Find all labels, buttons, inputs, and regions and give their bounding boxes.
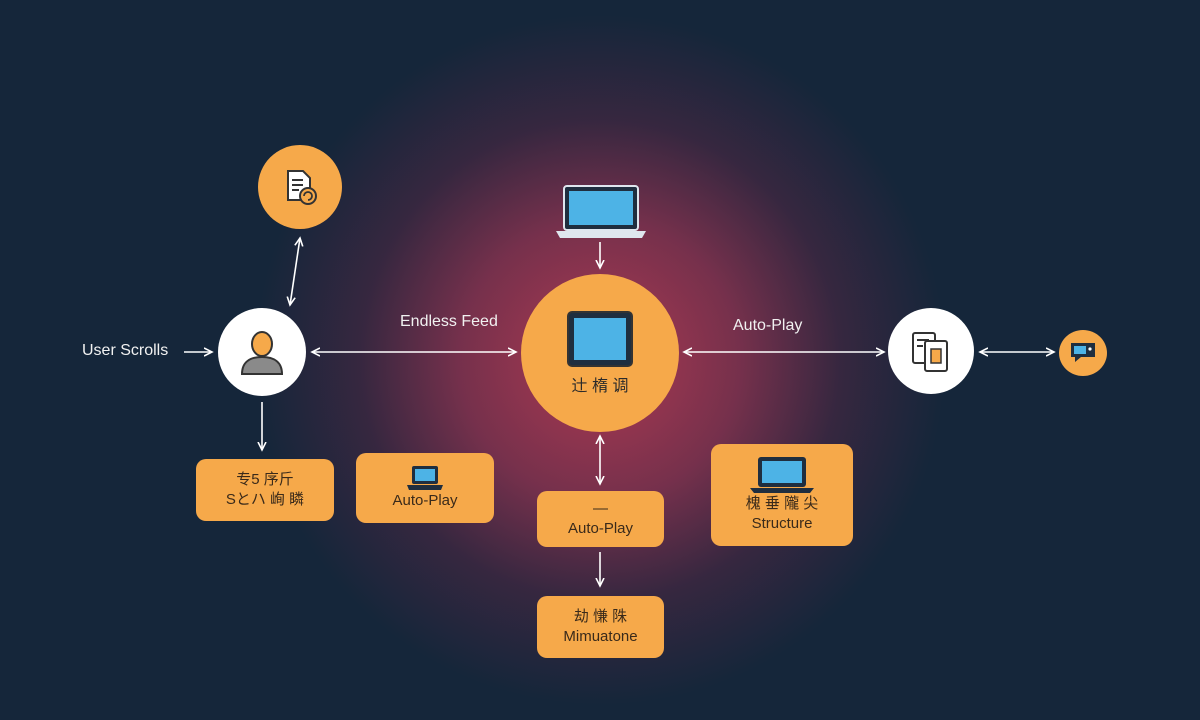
box5-line1: 劫 慊 陎 — [573, 608, 628, 625]
box3-line2: Auto-Play — [567, 520, 634, 537]
arrow-user-doc — [290, 238, 300, 305]
documents-node[interactable] — [888, 308, 974, 394]
laptop-icon — [407, 466, 443, 490]
structure-box[interactable]: 槐 垂 隴 尖 Structure — [711, 444, 853, 546]
hub-label: 辻 楕 调 — [571, 378, 629, 395]
user-node[interactable] — [218, 308, 306, 396]
laptop-icon — [556, 185, 646, 238]
auto-play-box[interactable]: Auto-Play — [356, 453, 494, 523]
box3-line1: — — [593, 500, 608, 517]
user-avatar-icon — [240, 331, 284, 375]
laptop-icon — [750, 457, 814, 493]
document-refresh-node[interactable] — [258, 145, 342, 229]
box2-label: Auto-Play — [392, 492, 458, 509]
process-box-1[interactable]: 专5 序斤 Sとハ 峋 瞵 — [196, 459, 334, 521]
box4-line1: 槐 垂 隴 尖 — [745, 495, 819, 512]
chat-node[interactable] — [1059, 330, 1107, 376]
process-box-3[interactable]: — Auto-Play — [537, 491, 664, 547]
box1-line1: 专5 序斤 — [236, 471, 294, 488]
process-box-5[interactable]: 劫 慊 陎 Mimuatone — [537, 596, 664, 658]
hub-node[interactable]: 辻 楕 调 — [521, 274, 679, 432]
chat-icon — [1071, 343, 1095, 362]
box1-line2: Sとハ 峋 瞵 — [225, 491, 305, 508]
auto-play-edge-label: Auto-Play — [733, 317, 803, 334]
box5-line2: Mimuatone — [563, 628, 638, 645]
user-scrolls-label: User Scrolls — [82, 342, 169, 359]
tablet-icon — [567, 311, 633, 367]
box4-line2: Structure — [751, 515, 813, 532]
laptop-node[interactable] — [556, 184, 646, 240]
endless-feed-label: Endless Feed — [400, 313, 498, 330]
documents-icon — [912, 332, 948, 372]
document-refresh-icon — [287, 170, 317, 205]
